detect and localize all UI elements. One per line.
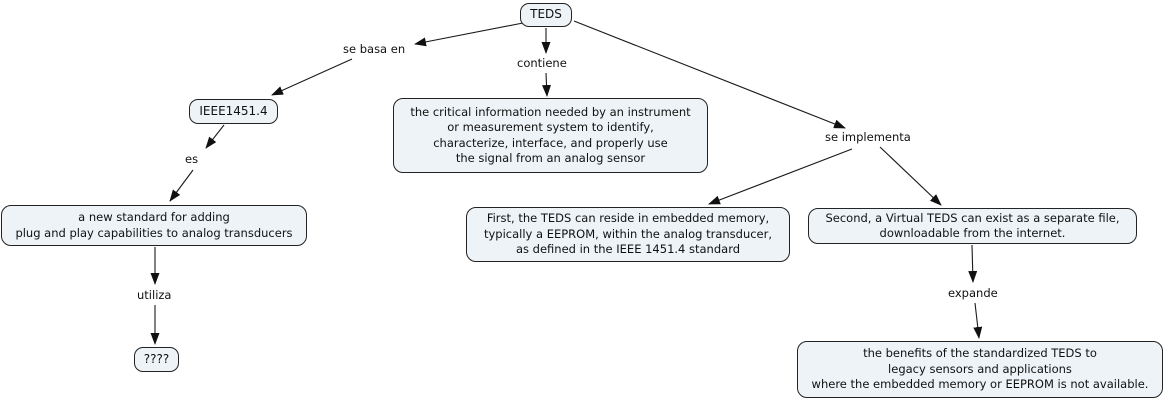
link-label-se-basa-en[interactable]: se basa en	[343, 42, 406, 56]
edge-se-basa-en-to-ieee	[271, 58, 353, 96]
node-unknown-label: ????	[143, 351, 170, 366]
node-definition-text: the critical information needed by an in…	[410, 104, 691, 166]
node-definition[interactable]: the critical information needed by an in…	[393, 98, 708, 173]
edge-contiene-to-definition	[542, 72, 552, 97]
edge-ieee-to-es	[205, 124, 225, 149]
node-embedded-memory[interactable]: First, the TEDS can reside in embedded m…	[466, 207, 790, 262]
link-label-contiene[interactable]: contiene	[517, 56, 567, 70]
node-virtual-teds[interactable]: Second, a Virtual TEDS can exist as a se…	[808, 208, 1137, 244]
node-teds[interactable]: TEDS	[520, 3, 572, 27]
node-ieee1451-4[interactable]: IEEE1451.4	[189, 99, 278, 124]
node-new-standard[interactable]: a new standard for adding plug and play …	[1, 205, 307, 246]
edge-se-implementa-to-virtual	[879, 146, 942, 206]
node-embedded-memory-text: First, the TEDS can reside in embedded m…	[483, 211, 773, 257]
edge-expande-to-benefits	[973, 302, 983, 339]
node-new-standard-text: a new standard for adding plug and play …	[15, 210, 293, 240]
node-unknown[interactable]: ????	[134, 347, 179, 372]
edge-teds-to-se-basa-en	[414, 22, 524, 47]
link-label-utiliza[interactable]: utiliza	[137, 288, 172, 302]
link-label-se-implementa[interactable]: se implementa	[825, 130, 911, 144]
edge-virtual-to-expande	[968, 244, 978, 283]
node-benefits-text: the benefits of the standardized TEDS to…	[811, 346, 1149, 392]
node-virtual-teds-text: Second, a Virtual TEDS can exist as a se…	[825, 210, 1120, 241]
node-teds-label: TEDS	[530, 7, 562, 22]
node-benefits[interactable]: the benefits of the standardized TEDS to…	[797, 341, 1163, 398]
node-ieee1451-4-label: IEEE1451.4	[199, 103, 268, 118]
edge-es-to-new-standard	[169, 169, 194, 202]
edge-se-implementa-to-embedded	[708, 148, 853, 205]
link-label-expande[interactable]: expande	[948, 286, 998, 300]
link-label-es[interactable]: es	[185, 152, 199, 166]
